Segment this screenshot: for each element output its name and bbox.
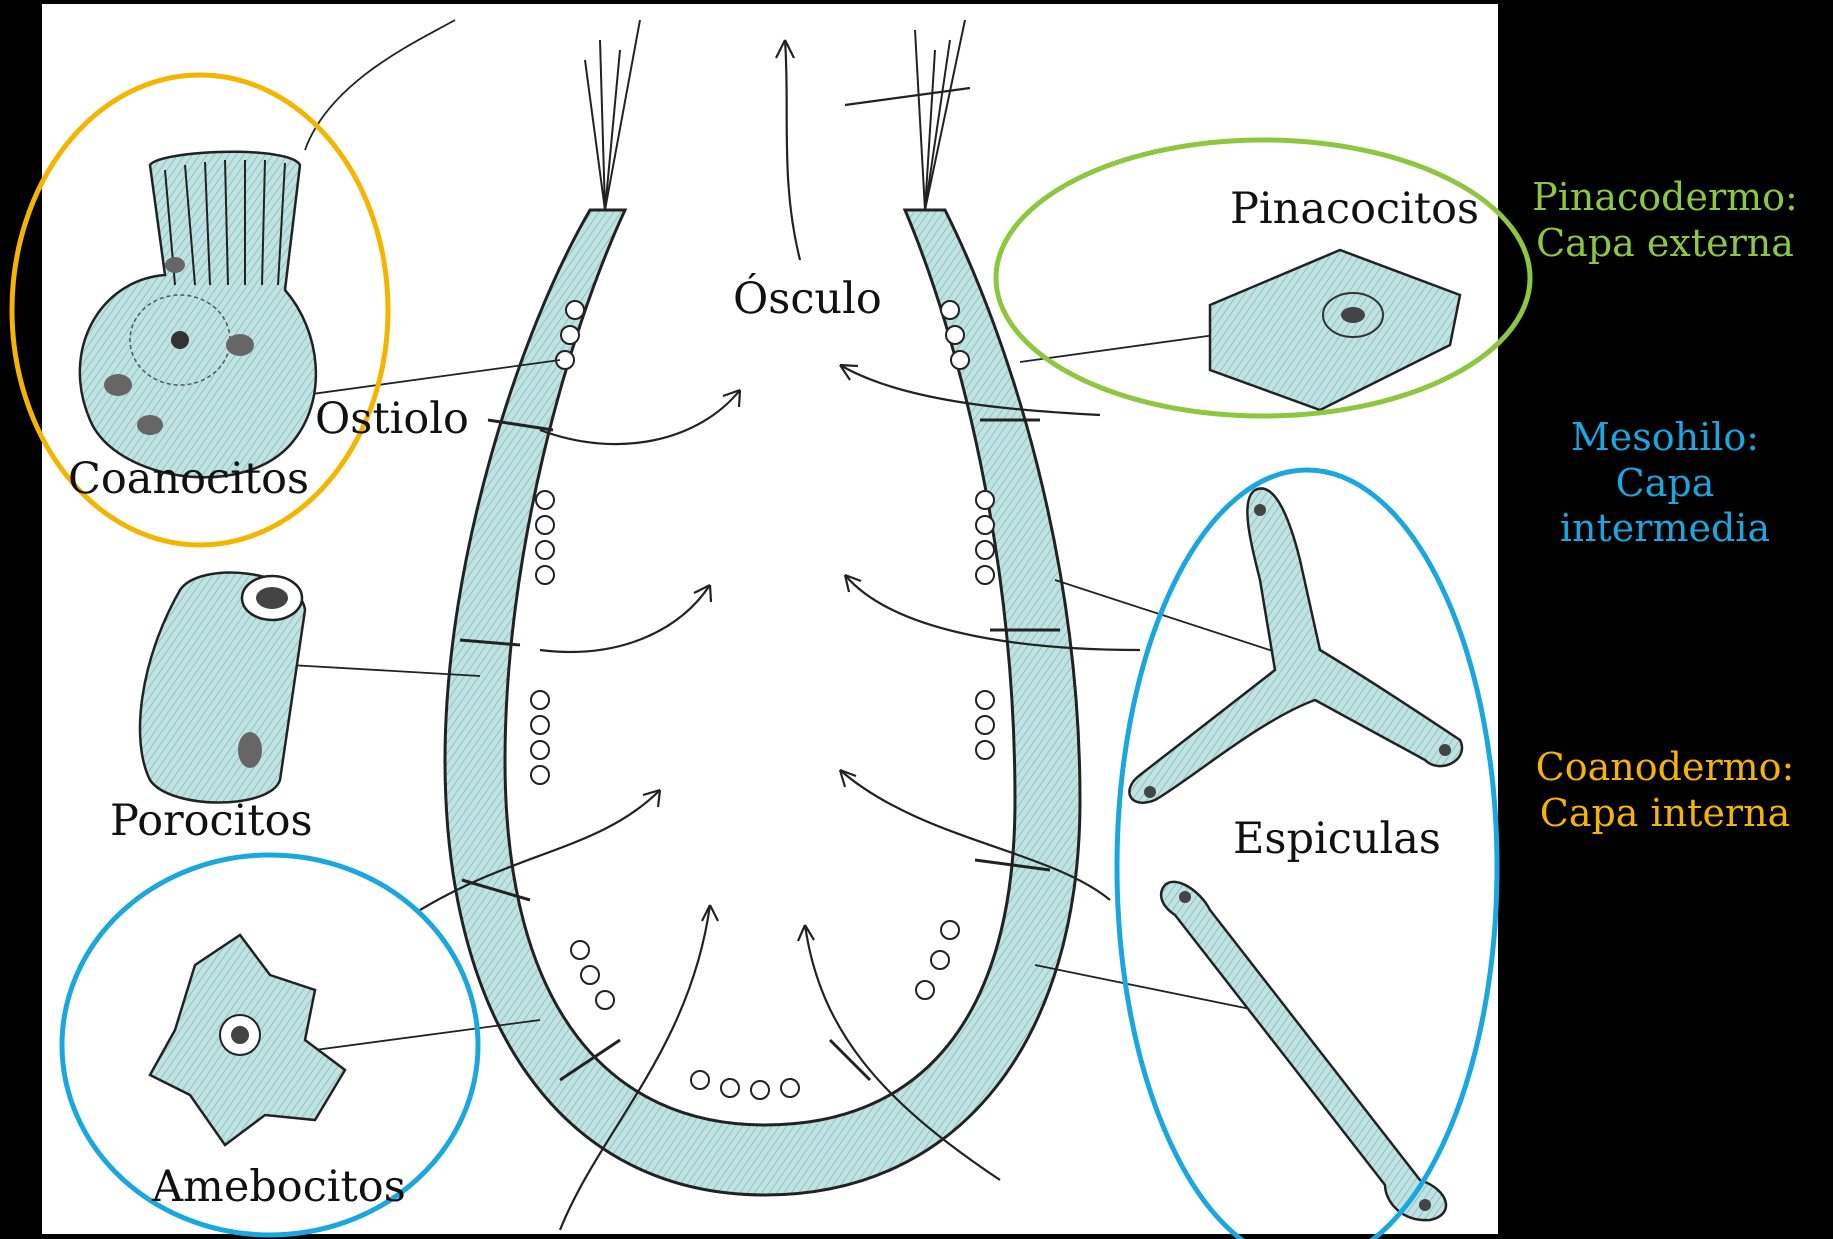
monaxon-spicule xyxy=(1161,882,1446,1220)
legend-coanodermo: Coanodermo: Capa interna xyxy=(1500,745,1830,836)
pinacocitos-label: Pinacocitos xyxy=(1230,188,1479,231)
espiculas-label: Espiculas xyxy=(1233,818,1441,861)
pinacocyte-cell xyxy=(1210,250,1460,410)
top-spicules xyxy=(585,20,965,210)
sponge-body xyxy=(445,20,1080,1195)
leader-lines xyxy=(210,20,1285,1052)
legend-mesohilo-desc-2: intermedia xyxy=(1500,506,1830,552)
legend-pinacodermo: Pinacodermo: Capa externa xyxy=(1500,175,1830,266)
porocyte-cell xyxy=(140,573,305,803)
legend-pinacodermo-title: Pinacodermo: xyxy=(1500,175,1830,221)
amebocitos-label: Amebocitos xyxy=(152,1166,406,1209)
porocitos-label: Porocitos xyxy=(110,800,313,843)
legend-mesohilo: Mesohilo: Capa intermedia xyxy=(1500,415,1830,552)
legend-pinacodermo-desc: Capa externa xyxy=(1500,221,1830,267)
legend-mesohilo-desc-1: Capa xyxy=(1500,461,1830,507)
amebocyte-cell xyxy=(150,935,345,1145)
osculum-arrow xyxy=(785,40,800,260)
coanocitos-label: Coanocitos xyxy=(68,458,309,501)
legend-mesohilo-title: Mesohilo: xyxy=(1500,415,1830,461)
inner-choanocytes xyxy=(531,301,994,1099)
legend-coanodermo-title: Coanodermo: xyxy=(1500,745,1830,791)
legend-coanodermo-desc: Capa interna xyxy=(1500,791,1830,837)
choanocyte-cell xyxy=(80,152,316,477)
osculo-label: Ósculo xyxy=(733,278,882,321)
ostiolo-label: Ostiolo xyxy=(315,398,469,441)
